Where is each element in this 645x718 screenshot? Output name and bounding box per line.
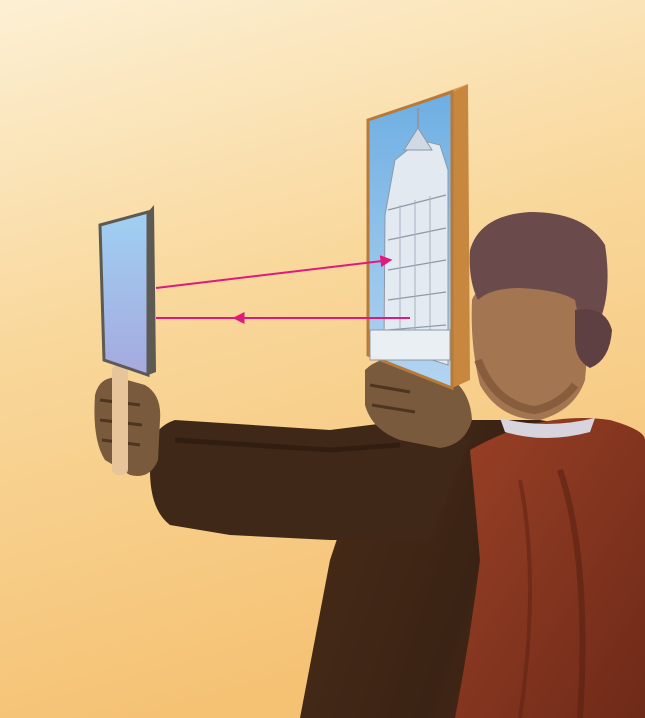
painted-panel bbox=[368, 84, 470, 388]
panel-side-edge bbox=[452, 84, 470, 388]
mirror-icon bbox=[100, 212, 148, 375]
mirror bbox=[100, 205, 156, 375]
mirror-handle bbox=[112, 365, 128, 475]
red-robe bbox=[455, 418, 645, 718]
